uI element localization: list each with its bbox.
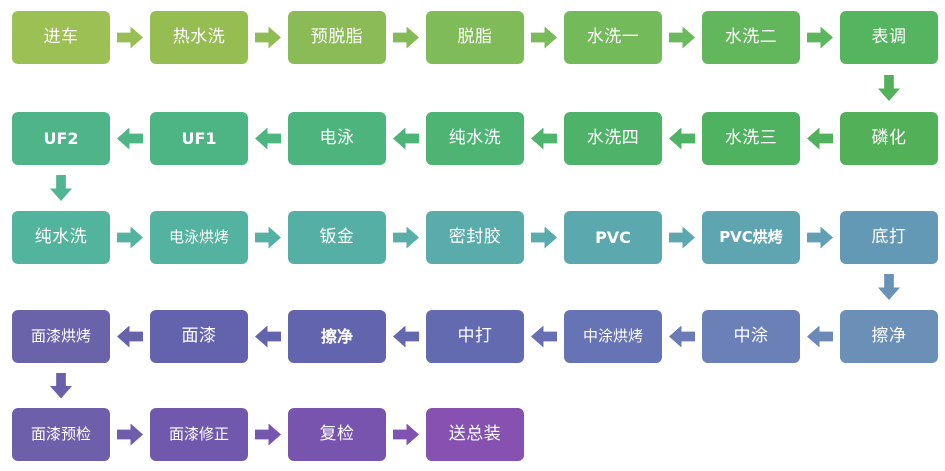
process-node[interactable]: 底打 xyxy=(840,211,938,264)
process-node[interactable]: 擦净 xyxy=(288,310,386,363)
flow-arrow-left xyxy=(669,127,695,150)
flow-arrow-right xyxy=(669,226,695,249)
process-node[interactable]: 水洗三 xyxy=(702,112,800,165)
flow-arrow-right xyxy=(393,226,419,249)
process-node[interactable]: 中打 xyxy=(426,310,524,363)
process-node[interactable]: 送总装 xyxy=(426,408,524,461)
flow-arrow-left xyxy=(255,127,281,150)
process-node[interactable]: PVC烘烤 xyxy=(702,211,800,264)
flow-arrow-right xyxy=(393,423,419,446)
flow-arrow-right xyxy=(117,423,143,446)
flow-arrow-right xyxy=(117,226,143,249)
flow-arrow-right xyxy=(807,226,833,249)
process-node[interactable]: 中涂烘烤 xyxy=(564,310,662,363)
process-node[interactable]: 中涂 xyxy=(702,310,800,363)
flow-arrow-left xyxy=(531,127,557,150)
process-node[interactable]: 面漆修正 xyxy=(150,408,248,461)
flow-arrow-right xyxy=(117,26,143,49)
process-node[interactable]: 面漆 xyxy=(150,310,248,363)
process-node[interactable]: UF2 xyxy=(12,112,110,165)
process-node[interactable]: 密封胶 xyxy=(426,211,524,264)
process-node[interactable]: 擦净 xyxy=(840,310,938,363)
flow-arrow-right xyxy=(393,26,419,49)
flow-arrow-right xyxy=(669,26,695,49)
process-node[interactable]: 热水洗 xyxy=(150,11,248,64)
flow-arrow-left xyxy=(531,325,557,348)
flow-arrow-left xyxy=(807,127,833,150)
flow-arrow-right xyxy=(255,226,281,249)
process-node[interactable]: 纯水洗 xyxy=(426,112,524,165)
flow-arrow-left xyxy=(393,325,419,348)
process-node[interactable]: 电泳 xyxy=(288,112,386,165)
flow-arrow-down xyxy=(50,175,72,201)
process-node[interactable]: 磷化 xyxy=(840,112,938,165)
process-node[interactable]: 水洗二 xyxy=(702,11,800,64)
flow-arrow-left xyxy=(117,127,143,150)
flow-arrow-right xyxy=(531,226,557,249)
process-node[interactable]: 预脱脂 xyxy=(288,11,386,64)
process-node[interactable]: 钣金 xyxy=(288,211,386,264)
process-node[interactable]: PVC xyxy=(564,211,662,264)
process-node[interactable]: 进车 xyxy=(12,11,110,64)
process-node[interactable]: 复检 xyxy=(288,408,386,461)
process-node[interactable]: 纯水洗 xyxy=(12,211,110,264)
flow-arrow-down xyxy=(50,372,72,399)
process-node[interactable]: UF1 xyxy=(150,112,248,165)
process-node[interactable]: 电泳烘烤 xyxy=(150,211,248,264)
process-node[interactable]: 面漆烘烤 xyxy=(12,310,110,363)
process-node[interactable]: 表调 xyxy=(840,11,938,64)
flow-arrow-down xyxy=(878,75,900,101)
process-node[interactable]: 水洗一 xyxy=(564,11,662,64)
flow-arrow-left xyxy=(669,325,695,348)
process-node[interactable]: 面漆预检 xyxy=(12,408,110,461)
flow-arrow-right xyxy=(255,26,281,49)
process-node[interactable]: 脱脂 xyxy=(426,11,524,64)
flow-arrow-left xyxy=(255,325,281,348)
flow-arrow-right xyxy=(255,423,281,446)
flow-arrow-left xyxy=(117,325,143,348)
flow-arrow-left xyxy=(807,325,833,348)
flow-arrow-left xyxy=(393,127,419,150)
flow-arrow-right xyxy=(531,26,557,49)
flow-arrow-right xyxy=(807,26,833,49)
process-node[interactable]: 水洗四 xyxy=(564,112,662,165)
flow-arrow-down xyxy=(878,274,900,300)
